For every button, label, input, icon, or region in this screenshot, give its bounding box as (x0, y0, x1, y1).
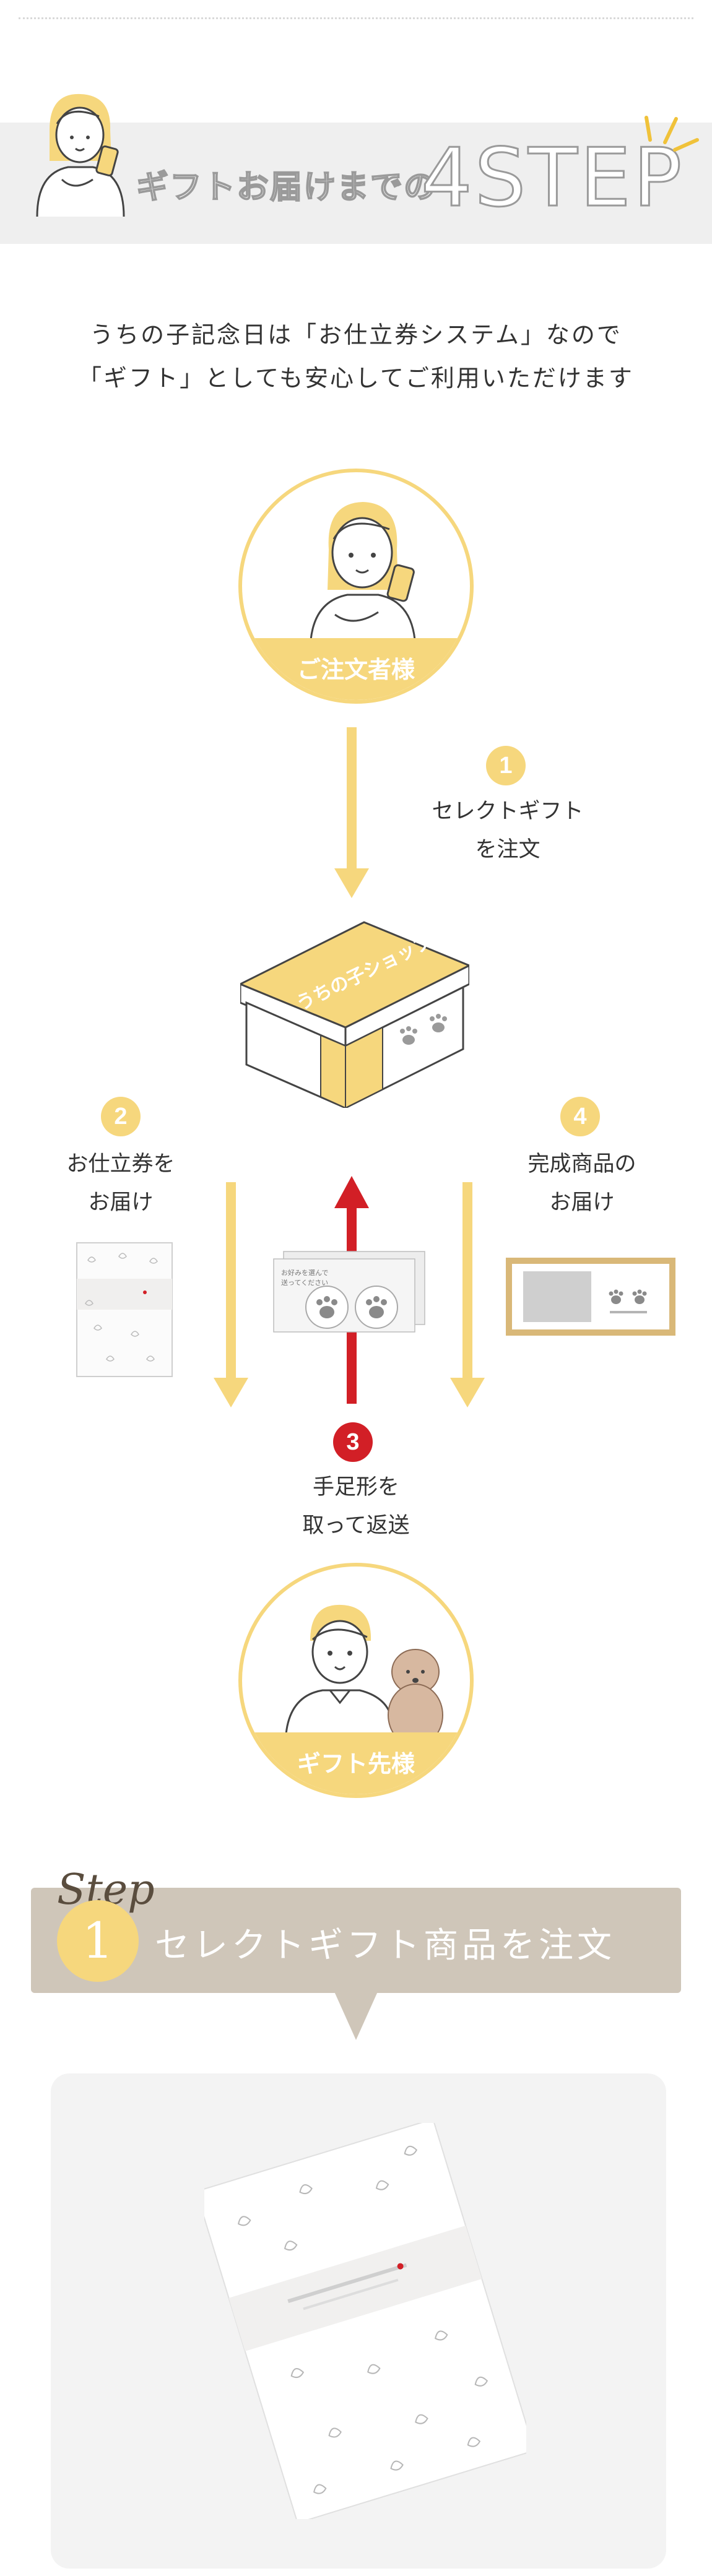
step-3-label: 手足形を取って返送 (302, 1475, 410, 1538)
header-4step: 4STEP (420, 131, 685, 225)
step-4-badge: 4 (560, 1097, 600, 1136)
arrow-down-icon (450, 1182, 485, 1407)
step-section-header (31, 1888, 681, 1993)
header-title: ギフトお届けまでの (136, 168, 438, 207)
gift-booklet-photo (204, 2123, 526, 2519)
framed-product-image (506, 1258, 675, 1336)
recipient-label: ギフト先様 (297, 1750, 415, 1778)
step-section-title: セレクトギフト商品を注文 (155, 1926, 615, 1966)
recipient-circle: ギフト先様 (238, 1563, 474, 1798)
intro-line-2: 「ギフト」としても安心してご利用いただけます (78, 365, 634, 392)
step-3-badge: 3 (333, 1422, 373, 1462)
arrow-down-icon (214, 1182, 248, 1407)
woman-phone-illustration (36, 93, 125, 217)
step-2-label: お仕立券をお届け (66, 1152, 175, 1215)
top-divider (19, 17, 693, 19)
step-2-badge: 2 (101, 1097, 141, 1136)
step-4-label: 完成商品のお届け (527, 1152, 636, 1215)
ink-card-text-2: 送ってください (281, 1278, 328, 1287)
shop-box-illustration: うちの子ショップ (240, 921, 469, 1108)
sparkle-icon (645, 116, 699, 152)
step-number-badge: 1 (57, 1900, 139, 1982)
header-banner (0, 123, 712, 244)
arrow-down-icon (334, 727, 369, 898)
voucher-booklet-image (76, 1242, 173, 1377)
step-1-badge: 1 (486, 746, 526, 785)
ink-card-image: お好みを選んで 送ってください (273, 1251, 425, 1333)
ink-card-text-1: お好みを選んで (281, 1268, 328, 1277)
step-1-label: セレクトギフトを注文 (432, 799, 584, 862)
orderer-illustration (309, 502, 417, 652)
intro-line-1: うちの子記念日は「お仕立券システム」なので (90, 321, 622, 348)
speech-pointer (334, 1992, 378, 2040)
recipient-illustration (284, 1604, 443, 1746)
orderer-circle: ご注文者様 (238, 469, 474, 704)
orderer-label: ご注文者様 (297, 656, 415, 683)
